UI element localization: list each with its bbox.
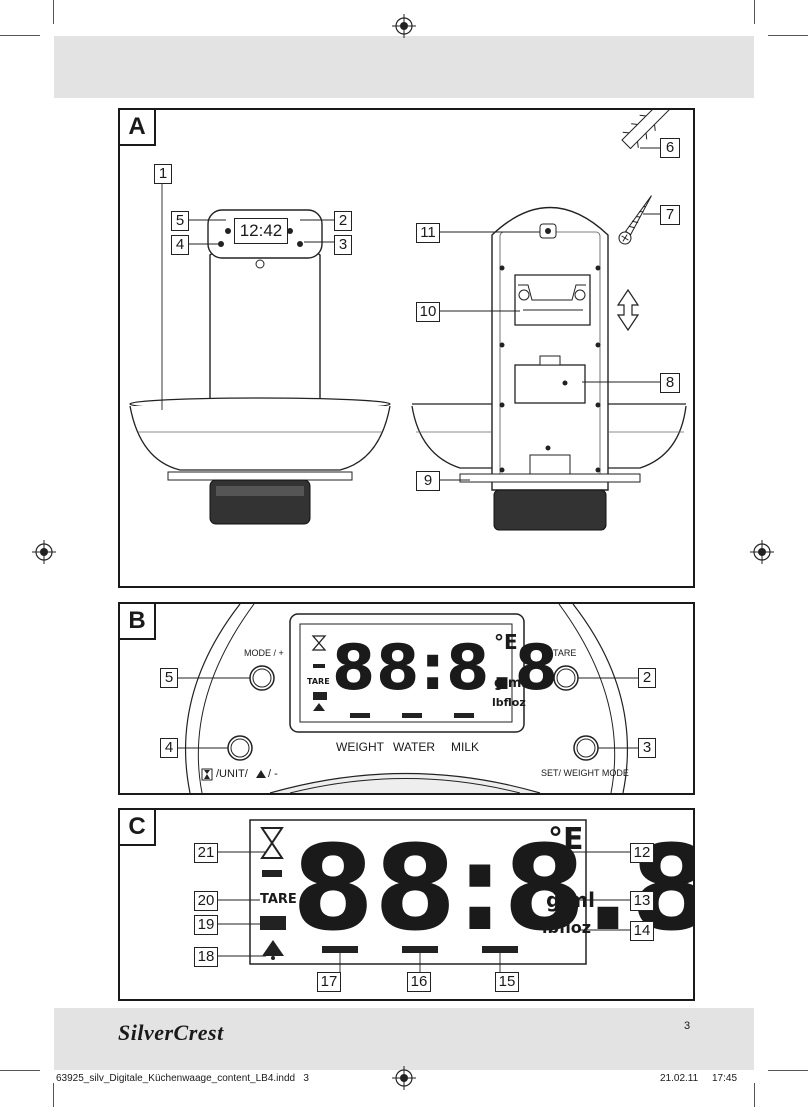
page-number: 3 [684,1020,691,1032]
crop-mark [768,1070,808,1071]
mode-water-label: WATER [393,740,435,754]
crop-mark [53,0,54,24]
callout-15: 15 [495,972,519,992]
callout-16: 16 [407,972,431,992]
callout-19: 19 [194,915,218,935]
registration-mark-icon [32,540,56,564]
print-time: 17:45 [712,1073,738,1084]
callout-20: 20 [194,891,218,911]
lcd-units: g ml [494,676,526,691]
lcd-detail-illustration [216,819,630,972]
lcd-tare-icon: TARE [307,677,330,686]
lcd-digits: 88:8.8 [292,819,695,957]
callout-3: 3 [334,235,352,255]
callout-11: 11 [416,223,440,243]
panel-b: B 88:8.8 °E g [118,602,695,795]
crop-mark [768,35,808,36]
panel-a: A [118,108,695,588]
registration-mark-icon [750,540,774,564]
scale-illustration [129,110,687,531]
header-band [54,36,754,98]
clock-time: 12:42 [239,221,283,240]
callout-9: 9 [416,471,440,491]
lcd-units2: lbfloz [542,918,592,937]
callout-10: 10 [416,302,440,322]
file-info: 63925_silv_Digitale_Küchenwaage_content_… [56,1073,309,1084]
mode-button-label: MODE / + [244,648,284,658]
callout-5: 5 [160,668,178,688]
callout-2: 2 [334,211,352,231]
registration-mark-icon [392,14,416,38]
crop-mark [754,0,755,24]
callout-6: 6 [660,138,680,158]
callout-17: 17 [317,972,341,992]
tare-button-label: TARE [553,648,577,658]
callout-1: 1 [154,164,172,184]
callout-4: 4 [160,738,178,758]
panel-a-label: A [120,110,156,146]
crop-mark [754,1083,755,1107]
crop-mark [0,35,40,36]
callout-7: 7 [660,205,680,225]
set-button-label: SET/ WEIGHT MODE [541,768,629,778]
callout-13: 13 [630,891,654,911]
callout-18: 18 [194,947,218,967]
lcd-deg-unit: °E [494,630,518,654]
clock-display: 12:42 [234,218,288,244]
control-panel-illustration [176,604,638,793]
lcd-digits: 88:8.8 [332,631,559,704]
unit-button-label: /UNIT/ [216,768,248,780]
unit-button-label-tail: / - [268,768,278,780]
panel-c-label: C [120,810,156,846]
print-date: 21.02.11 [660,1073,699,1084]
registration-mark-icon [392,1066,416,1090]
callout-3: 3 [638,738,656,758]
mode-milk-label: MILK [451,740,480,754]
callout-4: 4 [171,235,189,255]
footer-band [54,1008,754,1070]
panel-b-label: B [120,604,156,640]
callout-14: 14 [630,921,654,941]
callout-8: 8 [660,373,680,393]
callout-5: 5 [171,211,189,231]
lcd-deg-unit: °E [548,822,584,857]
callout-21: 21 [194,843,218,863]
brand-logo: SilverCrest [118,1020,224,1045]
panel-c: C 88:8.8 °E g ml lbfloz TARE 21 [118,808,695,1001]
crop-mark [0,1070,40,1071]
callout-2: 2 [638,668,656,688]
mode-weight-label: WEIGHT [336,740,384,754]
lcd-units2: lbfloz [492,696,526,709]
lcd-tare-icon: TARE [260,892,297,907]
callout-12: 12 [630,843,654,863]
crop-mark [53,1083,54,1107]
lcd-units: g ml [546,888,595,912]
